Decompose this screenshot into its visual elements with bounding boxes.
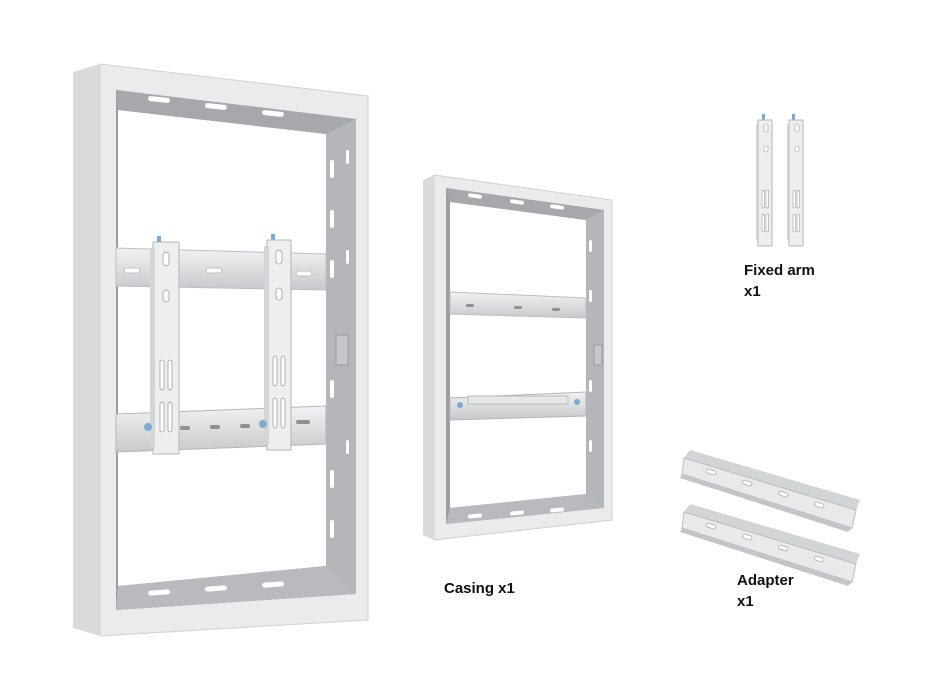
large-casing-opening xyxy=(118,110,326,586)
large-casing-bottom-slots xyxy=(148,581,285,596)
fixed-arm-label-qty: x1 xyxy=(744,283,761,300)
small-upper-rail xyxy=(449,291,587,319)
small-casing xyxy=(423,174,613,541)
fixed-arm-label: Fixed arm x1 xyxy=(744,260,815,302)
fixed-arm-right xyxy=(787,114,804,247)
large-left-arm xyxy=(144,236,180,455)
adapter-label-qty: x1 xyxy=(737,593,754,610)
large-casing-top-slots xyxy=(147,96,284,117)
fixed-arm-left xyxy=(756,114,773,247)
adapter-label-name: Adapter xyxy=(737,572,794,589)
large-casing-top-wall xyxy=(116,90,356,134)
adapter-rail-bottom xyxy=(680,504,860,586)
adapter-rail-top xyxy=(680,450,860,532)
large-casing-side-slots xyxy=(330,150,349,538)
fixed-arms xyxy=(756,114,804,247)
adapter-label: Adapter x1 xyxy=(737,570,794,612)
large-casing-assembly xyxy=(73,63,369,637)
large-casing-bottom-wall xyxy=(116,566,356,610)
large-casing-left-side xyxy=(73,64,100,636)
large-right-arm xyxy=(259,234,292,451)
fixed-arm-label-name: Fixed arm xyxy=(744,262,815,279)
small-casing-opening xyxy=(450,202,586,508)
small-casing-left-side xyxy=(423,175,434,540)
adapters xyxy=(680,450,860,586)
casing-label: Casing x1 xyxy=(444,578,515,599)
large-casing-latch xyxy=(335,334,349,366)
casing-label-text: Casing x1 xyxy=(444,580,515,597)
